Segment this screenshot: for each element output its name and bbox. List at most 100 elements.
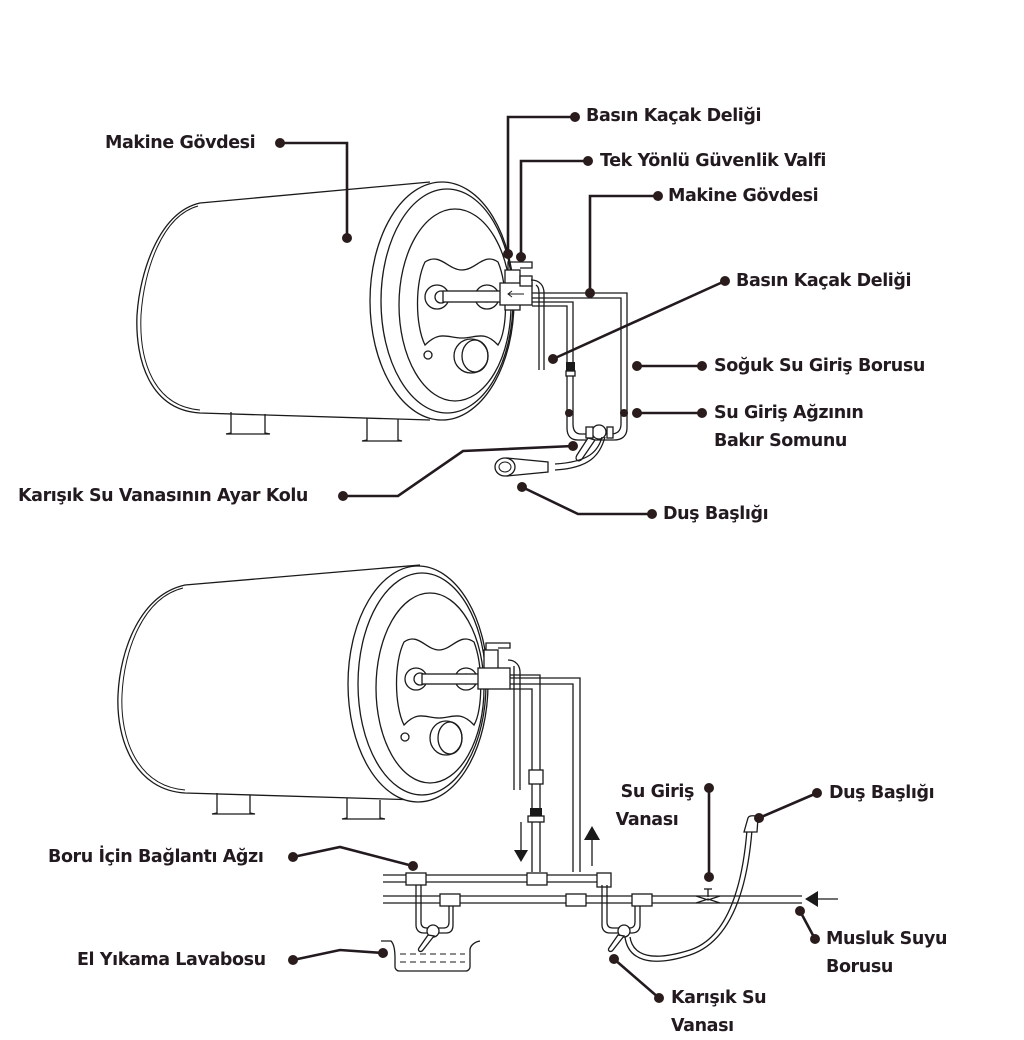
label-pressure-leak-hole-1: Basın Kaçak Deliği (586, 106, 762, 126)
label-water-inlet-valve: Su Giriş Vanası (600, 778, 695, 834)
shower-hose-outer (624, 829, 753, 962)
leader-shower-head (521, 485, 652, 516)
top-shower-hose-a (554, 436, 606, 471)
leader-dot (583, 156, 593, 166)
left-mixing-valve-handle (417, 934, 436, 953)
bottom-foot-left (211, 793, 256, 815)
label-tap-water-pipe-line2: Borusu (826, 957, 893, 977)
leader-dot (609, 954, 619, 964)
shower-hose-inner (629, 829, 748, 957)
label-hand-wash-basin: El Yıkama Lavabosu (77, 950, 266, 970)
top-drain-pipe-b (535, 284, 540, 370)
bottom-tank-body-inner-edge (121, 587, 186, 791)
leader-mixing-valve-bottom (613, 958, 660, 999)
leader-dot (517, 482, 527, 492)
leader-dot (704, 872, 714, 882)
label-mixing-valve-line1: Karışık Su (671, 988, 767, 1008)
top-foot-left (225, 412, 271, 435)
leader-dot (585, 288, 595, 298)
flow-arrow-up-icon (584, 826, 600, 840)
bottom-drain-pipe-a (507, 659, 521, 790)
bottom-leaders (288, 783, 822, 1003)
leader-hand-wash-basin (292, 948, 384, 962)
bottom-hot-pipe-outer (510, 677, 581, 872)
label-one-way-safety-valve: Tek Yönlü Güvenlik Valfi (600, 151, 827, 171)
label-water-inlet-valve-line1: Su Giriş (620, 782, 695, 802)
bottom-pipe-nut (530, 808, 542, 816)
label-pressure-leak-hole-2: Basın Kaçak Deliği (736, 271, 912, 291)
label-machine-body-left: Makine Gövdesi (105, 133, 256, 153)
leader-dot (408, 861, 418, 871)
top-tank-body-inner-edge (140, 205, 201, 411)
water-inlet-valve-body (695, 895, 721, 904)
tee-fitting (405, 872, 427, 886)
label-pipe-connection-port: Boru İçin Bağlantı Ağzı (48, 847, 264, 867)
label-shower-head-bottom: Duş Başlığı (829, 783, 935, 803)
label-tap-water-pipe: Musluk Suyu Borusu (826, 925, 947, 981)
leader-dot (288, 852, 298, 862)
leader-mixing-valve-handle (343, 444, 574, 498)
top-copper-nut (566, 362, 575, 371)
leader-dot (570, 112, 580, 122)
leader-safety-valve (519, 159, 588, 257)
bottom-pipe-coupling (528, 769, 544, 785)
tee-fitting (439, 893, 461, 907)
top-shower-head-nozzle (498, 461, 512, 473)
leader-dot (810, 934, 820, 944)
top-mixing-valve (591, 424, 607, 440)
leader-dot (653, 191, 663, 201)
leader-dot (697, 361, 707, 371)
bottom-control-panel (395, 638, 482, 727)
bottom-foot-right (341, 798, 386, 820)
leader-dot (812, 788, 822, 798)
tee-fitting (596, 872, 612, 888)
nut-marker (620, 409, 628, 417)
leader-pipe-connection (292, 845, 414, 868)
right-mixing-valve-handle (607, 934, 626, 953)
bottom-water-heater (117, 564, 838, 972)
top-safety-valve-lever (507, 261, 533, 270)
leader-dot (632, 408, 642, 418)
top-cold-inlet-pipe-inner (532, 297, 622, 435)
top-control-panel (416, 258, 507, 347)
bottom-hot-pipe-inner (510, 683, 574, 872)
label-mixing-valve-bottom: Karışık Su Vanası (671, 984, 767, 1040)
top-safety-valve-port (519, 275, 533, 287)
leader-dot (288, 955, 298, 965)
leader-dot (568, 441, 578, 451)
top-tank-body (136, 181, 431, 421)
bottom-inlet-pipe (421, 673, 483, 685)
top-leaders (275, 112, 730, 519)
leader-dot (632, 361, 642, 371)
leader-dot (795, 906, 805, 916)
top-water-heater (136, 181, 628, 477)
leader-dot (516, 252, 526, 262)
leader-dot (275, 138, 285, 148)
leader-dot (342, 233, 352, 243)
bottom-tank-body (117, 564, 421, 801)
label-machine-body-right: Makine Gövdesi (668, 186, 819, 206)
leader-dot (654, 993, 664, 1003)
leader-machine-body-right (588, 194, 658, 293)
leader-machine-body-left (280, 141, 349, 238)
top-inlet-pipe (442, 290, 504, 303)
leader-tap-water-pipe (798, 910, 817, 940)
tee-fitting (526, 872, 548, 886)
top-shower-hose-b (554, 436, 603, 465)
label-inlet-copper-nut-line2: Bakır Somunu (714, 431, 847, 451)
tee-fitting (631, 893, 653, 907)
label-tap-water-pipe-line1: Musluk Suyu (826, 929, 948, 949)
hand-wash-basin (381, 940, 481, 972)
tee-fitting (565, 893, 587, 907)
bottom-safety-valve-block (477, 667, 511, 690)
bottom-thermostat-knob (437, 721, 463, 755)
top-cold-inlet-pipe-outer (532, 292, 628, 441)
label-water-inlet-valve-line2: Vanası (615, 810, 679, 830)
bottom-pipe-nut-ring (527, 815, 545, 823)
top-foot-right (361, 418, 403, 442)
top-flow-arrow-icon (507, 290, 524, 298)
flow-arrow-down-icon (514, 850, 528, 862)
label-mixing-valve-handle: Karışık Su Vanasının Ayar Kolu (18, 486, 308, 506)
tap-water-arrow-icon (805, 891, 818, 907)
leader-shower-head-bottom (758, 791, 818, 820)
